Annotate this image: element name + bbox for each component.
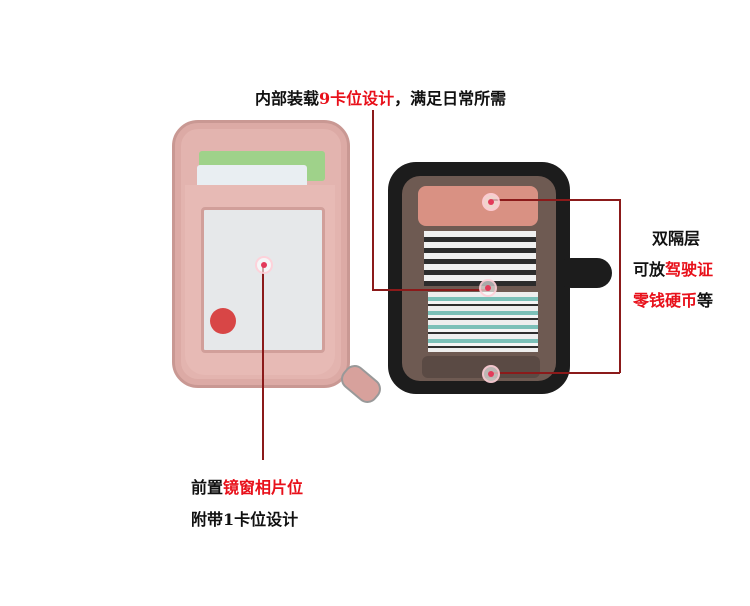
front-pocket — [185, 185, 335, 375]
right-label-line1: 双隔层 — [652, 225, 700, 249]
top-label-part3: ，满足日常所需 — [394, 89, 507, 108]
id-card-emblem — [210, 308, 236, 334]
right-label-text2b: 驾驶证 — [665, 260, 714, 279]
pink-wallet-image — [172, 120, 386, 408]
left-label-line1: 前置镜窗相片位 — [191, 474, 303, 498]
marker-dot-top — [482, 193, 500, 211]
marker-dot-coins — [482, 365, 500, 383]
top-label-highlight: 9卡位设计 — [319, 89, 395, 108]
right-label-text2a: 可放 — [633, 260, 666, 279]
right-connector-top — [492, 199, 620, 201]
card-slots-lower — [428, 292, 538, 352]
top-compartment — [418, 186, 538, 226]
right-label-text3a: 零钱硬币 — [633, 291, 698, 310]
black-wallet-image — [388, 162, 612, 394]
zipper-pull — [336, 360, 386, 408]
coin-compartment — [422, 356, 540, 378]
left-label-line2: 附带1卡位设计 — [191, 506, 298, 530]
top-label-part1: 内部装载 — [255, 89, 320, 108]
right-label-text1: 双隔层 — [652, 229, 701, 248]
wallet-interior — [402, 176, 556, 381]
right-label-line3: 零钱硬币等 — [633, 287, 713, 311]
left-label-text1b: 镜窗相片位 — [223, 478, 304, 497]
right-connector-vertical — [619, 199, 621, 373]
left-label-text1a: 前置 — [191, 478, 224, 497]
top-label: 内部装载9卡位设计，满足日常所需 — [255, 85, 506, 109]
marker-dot-cards — [479, 279, 497, 297]
snap-tab — [556, 258, 612, 288]
top-connector-vertical — [372, 110, 374, 290]
left-label-text2: 附带1卡位设计 — [191, 510, 299, 529]
marker-dot-window — [255, 256, 273, 274]
right-connector-bottom — [492, 372, 620, 374]
right-label-line2: 可放驾驶证 — [633, 256, 713, 280]
card-slots-upper — [424, 231, 536, 286]
top-connector-horizontal — [372, 289, 487, 291]
right-label-text3b: 等 — [697, 291, 714, 310]
left-connector-vertical — [262, 266, 264, 460]
